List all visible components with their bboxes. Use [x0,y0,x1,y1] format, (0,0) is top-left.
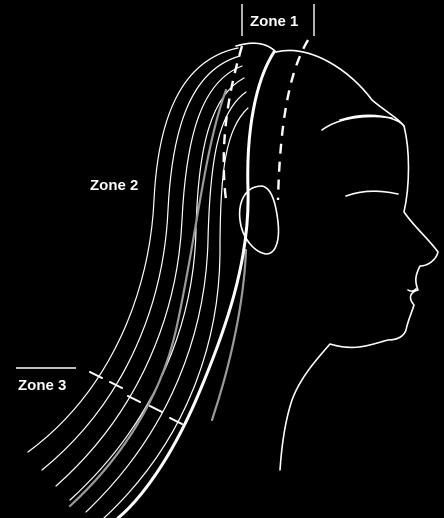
zone2-label: Zone 2 [90,178,138,193]
zone1-label: Zone 1 [250,14,298,29]
zone3-label: Zone 3 [18,378,66,393]
